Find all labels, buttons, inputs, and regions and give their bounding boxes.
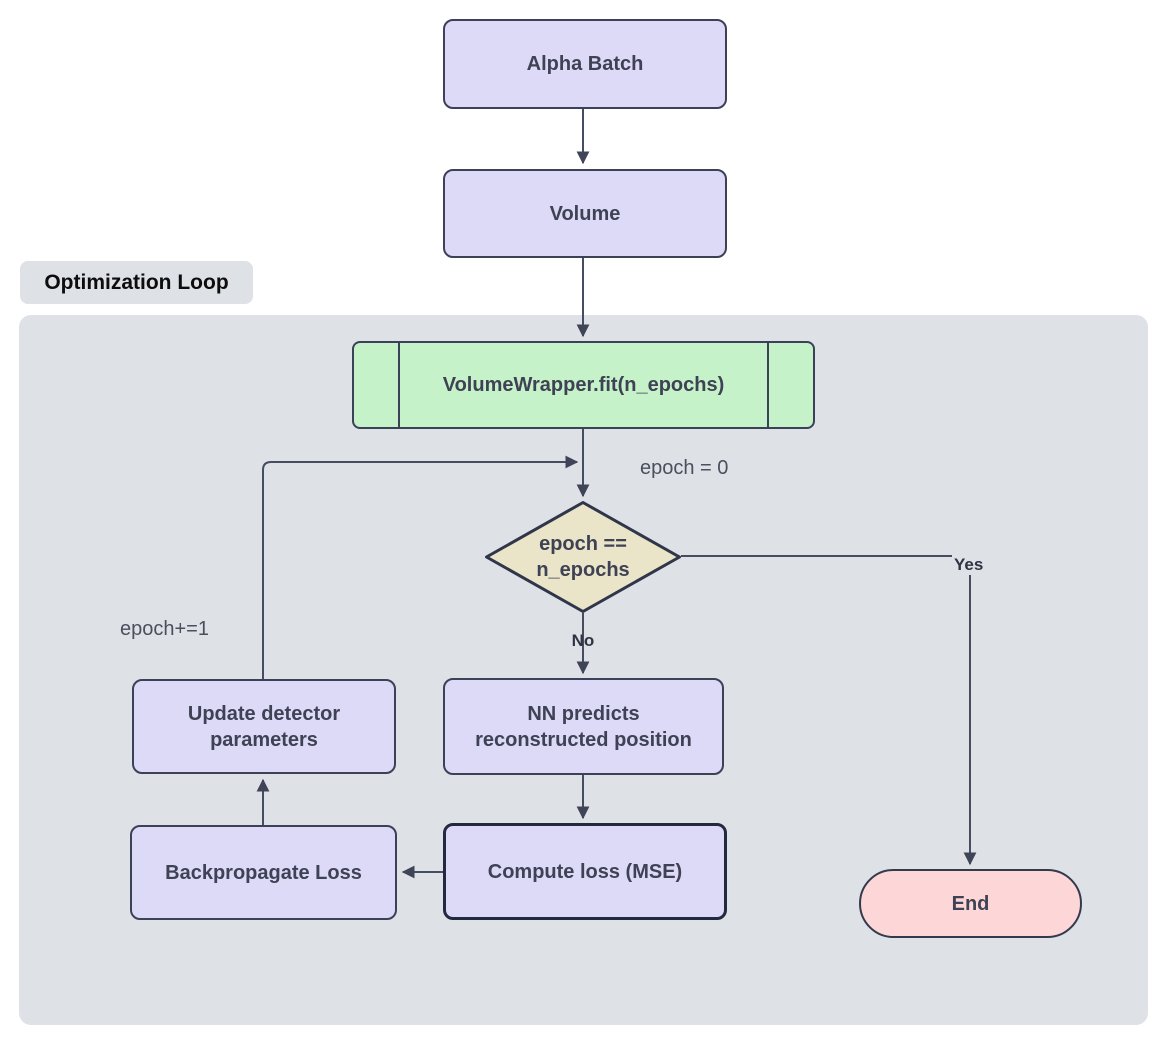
node-end-label: End [951, 892, 990, 915]
node-compute-loss-label: Compute loss (MSE) [487, 860, 683, 883]
nn-predicts-line2: reconstructed position [475, 728, 692, 751]
node-volumewrapper-fit: VolumeWrapper.fit(n_epochs) [352, 341, 815, 429]
edge-decision-yes-to-end [681, 555, 977, 866]
node-end-terminator: End [859, 869, 1082, 938]
node-decision-epoch: epoch == n_epochs [485, 501, 681, 613]
node-backpropagate-loss: Backpropagate Loss [130, 825, 397, 920]
decision-diamond-shape [485, 501, 681, 613]
node-update-parameters-label: Update detector parameters [188, 701, 340, 753]
node-backpropagate-loss-label: Backpropagate Loss [165, 861, 362, 884]
update-parameters-line2: parameters [210, 728, 318, 751]
subroutine-bar-right [767, 343, 769, 427]
decision-line1: epoch == [539, 533, 627, 555]
nn-predicts-line1: NN predicts [527, 702, 640, 725]
edge-label-epoch-increment: epoch+=1 [120, 618, 209, 640]
decision-line2: n_epochs [536, 559, 630, 581]
node-update-parameters: Update detector parameters [132, 679, 396, 774]
node-volumewrapper-fit-label: VolumeWrapper.fit(n_epochs) [442, 374, 725, 396]
edge-label-no: No [571, 631, 595, 650]
node-volume: Volume [443, 169, 727, 258]
optimization-loop-label-text: Optimization Loop [44, 270, 229, 294]
subroutine-bar-left [398, 343, 400, 427]
optimization-loop-label: Optimization Loop [20, 261, 253, 304]
node-alpha-batch: Alpha Batch [443, 19, 727, 109]
edge-label-epoch-init: epoch = 0 [640, 457, 729, 479]
update-parameters-line1: Update detector [187, 702, 341, 725]
node-compute-loss: Compute loss (MSE) [443, 823, 727, 920]
node-alpha-batch-label: Alpha Batch [526, 53, 644, 75]
edge-update-loopback [262, 455, 579, 679]
node-decision-epoch-label: epoch == n_epochs [485, 501, 681, 613]
node-nn-predicts: NN predicts reconstructed position [443, 678, 724, 775]
edge-label-yes: Yes [952, 555, 986, 575]
node-volume-label: Volume [549, 202, 621, 225]
node-nn-predicts-label: NN predicts reconstructed position [475, 701, 692, 753]
